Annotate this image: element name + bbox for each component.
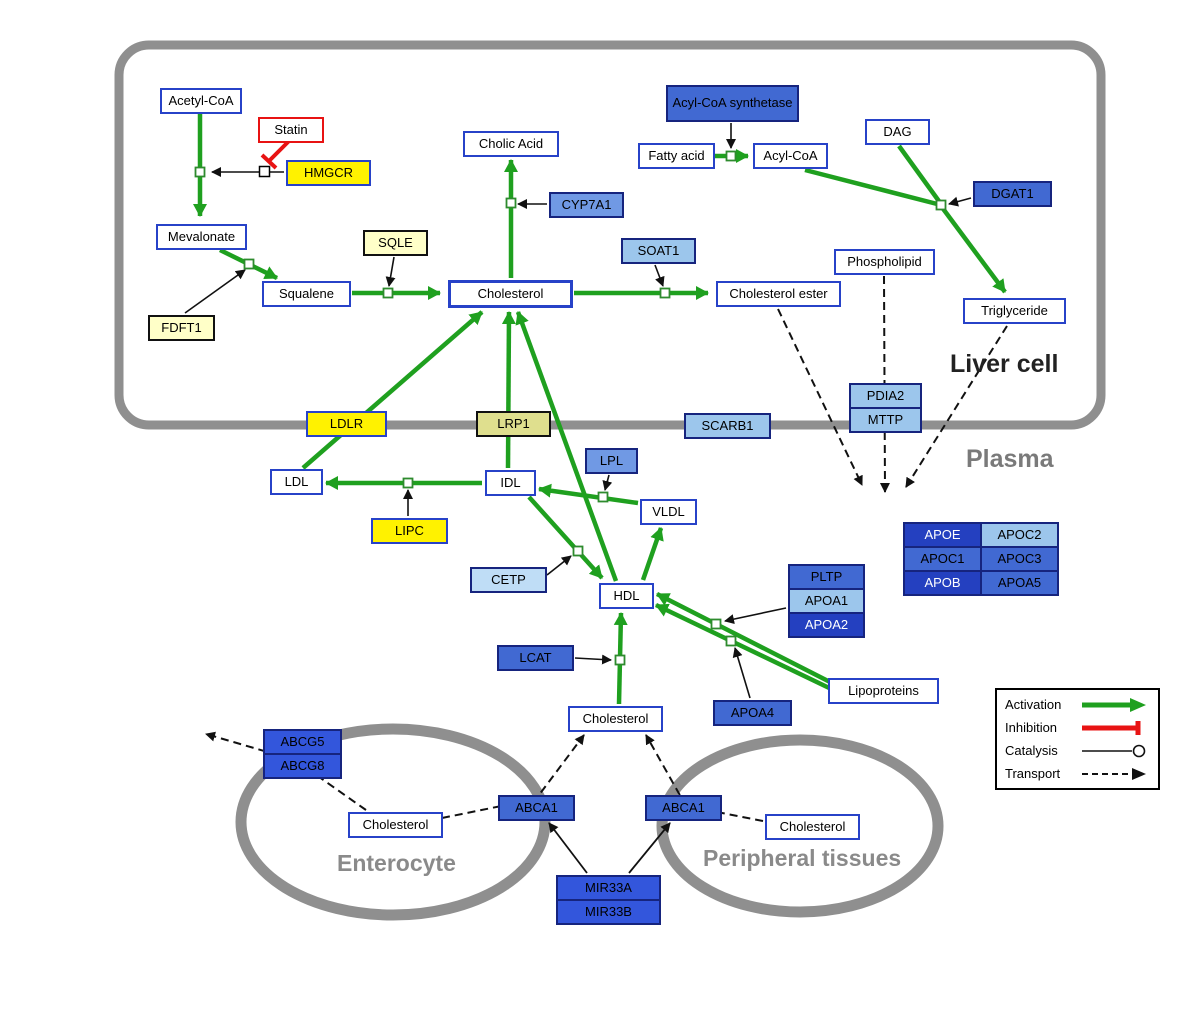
node-acyl-coa[interactable]: Acyl-CoA	[753, 143, 828, 169]
enterocyte-membrane	[235, 723, 551, 921]
node-acyl-coa-synthetase[interactable]: Acyl-CoA synthetase	[666, 85, 799, 122]
node-apoe[interactable]: APOE	[903, 522, 982, 548]
peripheral-tissues-label: Peripheral tissues	[703, 845, 902, 871]
node-apoc2[interactable]: APOC2	[980, 522, 1059, 548]
legend-catalysis-label: Catalysis	[1005, 743, 1058, 758]
legend: Activation Inhibition Catalysis Transpor…	[995, 688, 1160, 790]
node-hdl[interactable]: HDL	[599, 583, 654, 609]
activation-edges	[193, 114, 1007, 705]
node-apoa2[interactable]: APOA2	[788, 612, 865, 638]
node-idl[interactable]: IDL	[485, 470, 536, 496]
liver-cell-membrane	[114, 40, 1106, 430]
node-apoa4[interactable]: APOA4	[713, 700, 792, 726]
catalysis-circle-icon	[1082, 744, 1146, 757]
node-cholesterol-ester[interactable]: Cholesterol ester	[716, 281, 841, 307]
node-phospholipid[interactable]: Phospholipid	[834, 249, 935, 275]
legend-catalysis-row: Catalysis	[997, 743, 1158, 759]
node-ldlr[interactable]: LDLR	[306, 411, 387, 437]
inhibition-target-square	[258, 165, 271, 178]
catalysis-edges	[184, 123, 972, 874]
node-hmgcr[interactable]: HMGCR	[286, 160, 371, 186]
node-statin[interactable]: Statin	[258, 117, 324, 143]
node-triglyceride[interactable]: Triglyceride	[963, 298, 1066, 324]
node-squalene[interactable]: Squalene	[262, 281, 351, 307]
legend-inhibition-label: Inhibition	[1005, 720, 1058, 735]
node-mir33b[interactable]: MIR33B	[556, 899, 661, 925]
node-apob[interactable]: APOB	[903, 570, 982, 596]
node-dgat1[interactable]: DGAT1	[973, 181, 1052, 207]
node-lpl[interactable]: LPL	[585, 448, 638, 474]
node-cholesterol-enterocyte[interactable]: Cholesterol	[348, 812, 443, 838]
enterocyte-label: Enterocyte	[337, 850, 456, 876]
legend-activation-label: Activation	[1005, 697, 1062, 712]
node-lipc[interactable]: LIPC	[371, 518, 448, 544]
inhibition-edge	[260, 139, 291, 170]
plasma-label: Plasma	[966, 445, 1054, 473]
node-pdia2[interactable]: PDIA2	[849, 383, 922, 409]
node-mir33a[interactable]: MIR33A	[556, 875, 661, 901]
node-abca1-enterocyte[interactable]: ABCA1	[498, 795, 575, 821]
node-pltp[interactable]: PLTP	[788, 564, 865, 590]
node-fatty-acid[interactable]: Fatty acid	[638, 143, 715, 169]
node-apoc1[interactable]: APOC1	[903, 546, 982, 572]
legend-activation-row: Activation	[997, 697, 1158, 713]
node-ldl[interactable]: LDL	[270, 469, 323, 495]
node-soat1[interactable]: SOAT1	[621, 238, 696, 264]
node-cyp7a1[interactable]: CYP7A1	[549, 192, 624, 218]
node-vldl[interactable]: VLDL	[640, 499, 697, 525]
node-dag[interactable]: DAG	[865, 119, 930, 145]
node-lrp1[interactable]: LRP1	[476, 411, 551, 437]
node-cholesterol-peripheral[interactable]: Cholesterol	[765, 814, 860, 840]
node-apoa1[interactable]: APOA1	[788, 588, 865, 614]
reaction-nodes	[194, 150, 947, 666]
node-apoa5[interactable]: APOA5	[980, 570, 1059, 596]
node-scarb1[interactable]: SCARB1	[684, 413, 771, 439]
node-cholesterol-liver[interactable]: Cholesterol	[448, 280, 573, 308]
node-fdft1[interactable]: FDFT1	[148, 315, 215, 341]
inhibition-tbar-icon	[1082, 720, 1141, 735]
node-acetyl-coa[interactable]: Acetyl-CoA	[160, 88, 242, 114]
node-lipoproteins[interactable]: Lipoproteins	[828, 678, 939, 704]
legend-inhibition-row: Inhibition	[997, 720, 1158, 736]
legend-transport-row: Transport	[997, 766, 1158, 782]
node-cholic-acid[interactable]: Cholic Acid	[463, 131, 559, 157]
node-apoc3[interactable]: APOC3	[980, 546, 1059, 572]
legend-transport-label: Transport	[1005, 766, 1061, 781]
node-abca1-peripheral[interactable]: ABCA1	[645, 795, 722, 821]
node-cetp[interactable]: CETP	[470, 567, 547, 593]
liver-cell-label: Liver cell	[950, 350, 1059, 378]
node-mevalonate[interactable]: Mevalonate	[156, 224, 247, 250]
node-mttp[interactable]: MTTP	[849, 407, 922, 433]
node-abcg5[interactable]: ABCG5	[263, 729, 342, 755]
node-lcat[interactable]: LCAT	[497, 645, 574, 671]
node-sqle[interactable]: SQLE	[363, 230, 428, 256]
node-cholesterol-plasma[interactable]: Cholesterol	[568, 706, 663, 732]
transport-dashed-arrow-icon	[1082, 767, 1146, 780]
node-abcg8[interactable]: ABCG8	[263, 753, 342, 779]
activation-arrow-icon	[1082, 697, 1146, 712]
